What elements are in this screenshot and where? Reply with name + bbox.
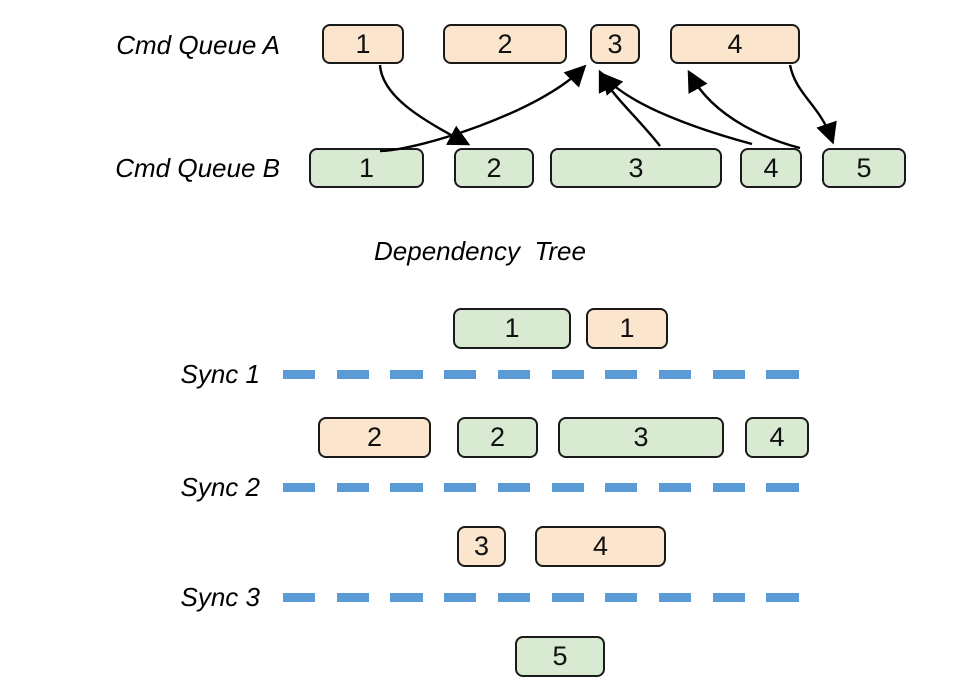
sync-dash (712, 593, 745, 602)
sync-label-2: Sync 2 (180, 472, 261, 502)
queue-a-item-1[interactable]: 1 (322, 24, 404, 64)
sync-line-2 (283, 483, 820, 492)
arrow-b4-to-a3 (600, 72, 753, 146)
sync-dash (712, 370, 745, 379)
arrow-a4-to-b5 (788, 64, 837, 145)
box-label: 2 (366, 422, 383, 452)
queue-b-item-4[interactable]: 4 (740, 148, 802, 188)
sync-dash (766, 370, 799, 379)
queue-a-label: Cmd Queue A (116, 30, 280, 60)
arrow-b1-to-a3 (379, 64, 587, 153)
sync-dash (605, 593, 638, 602)
arrow-b3-to-a3 (598, 69, 661, 147)
tree-row-before-sync-2-box-2[interactable]: 2 (457, 417, 538, 458)
sync-dash (444, 370, 477, 379)
box-label: 4 (763, 152, 779, 183)
arrow-a1-to-b2 (378, 64, 471, 146)
sync-dash (390, 483, 423, 492)
queue-b-item-3[interactable]: 3 (550, 148, 722, 188)
queue-a-item-4[interactable]: 4 (670, 24, 800, 64)
box-label: 5 (552, 641, 568, 671)
tree-row-before-sync-2-box-4[interactable]: 4 (745, 417, 809, 458)
tree-row-before-sync-3-box-2[interactable]: 4 (535, 526, 666, 567)
dependency-tree-title: Dependency Tree (374, 236, 586, 266)
box-label: 3 (633, 422, 649, 452)
sync-label-3: Sync 3 (180, 582, 261, 612)
tree-row-after-sync-3-box-1[interactable]: 5 (515, 636, 605, 677)
sync-dash (497, 593, 531, 602)
box-label: 3 (607, 28, 623, 59)
box-label: 4 (727, 28, 743, 59)
queue-a-item-3[interactable]: 3 (590, 24, 640, 64)
sync-line-1 (283, 370, 820, 379)
box-label: 3 (628, 152, 644, 183)
sync-dash (336, 370, 369, 379)
box-label: 4 (769, 422, 785, 452)
sync-dash (551, 370, 584, 379)
box-label: 2 (497, 28, 513, 59)
sync-dash (497, 370, 531, 379)
box-label: 3 (473, 531, 490, 561)
sync-dash (551, 483, 584, 492)
queue-b-item-1[interactable]: 1 (309, 148, 424, 188)
queue-b-item-5[interactable]: 5 (822, 148, 906, 188)
sync-dash (605, 483, 638, 492)
sync-dash (444, 593, 477, 602)
box-label: 4 (592, 531, 609, 561)
sync-dash (658, 370, 692, 379)
sync-dash (658, 593, 692, 602)
queue-b-item-2[interactable]: 2 (454, 148, 534, 188)
sync-dash (336, 483, 369, 492)
sync-line-3 (283, 593, 820, 602)
box-label: 1 (358, 152, 375, 183)
box-label: 1 (504, 313, 520, 343)
sync-dash (551, 593, 584, 602)
sync-dash (283, 370, 316, 379)
sync-dash (605, 370, 638, 379)
sync-label-1: Sync 1 (180, 359, 261, 389)
sync-dash (283, 483, 316, 492)
box-label: 1 (619, 313, 635, 343)
sync-dash (766, 593, 799, 602)
queue-b-label: Cmd Queue B (115, 153, 280, 183)
arrow-b4-to-a4 (687, 69, 801, 150)
sync-dash (497, 483, 531, 492)
tree-row-before-sync-2-box-1[interactable]: 2 (318, 417, 431, 458)
queue-a-item-2[interactable]: 2 (443, 24, 567, 64)
box-label: 2 (489, 422, 506, 452)
sync-dash (766, 483, 799, 492)
sync-dash (712, 483, 745, 492)
box-label: 2 (486, 152, 502, 183)
tree-row-before-sync-2-box-3[interactable]: 3 (558, 417, 724, 458)
sync-dash (283, 593, 316, 602)
sync-dash (444, 483, 477, 492)
tree-row-before-sync-1-box-1[interactable]: 1 (453, 308, 571, 349)
sync-dash (336, 593, 369, 602)
box-label: 1 (355, 28, 371, 59)
sync-dash (390, 370, 423, 379)
tree-row-before-sync-1-box-2[interactable]: 1 (586, 308, 668, 349)
box-label: 5 (856, 152, 872, 183)
sync-dash (658, 483, 692, 492)
tree-row-before-sync-3-box-1[interactable]: 3 (457, 526, 506, 567)
sync-dash (390, 593, 423, 602)
